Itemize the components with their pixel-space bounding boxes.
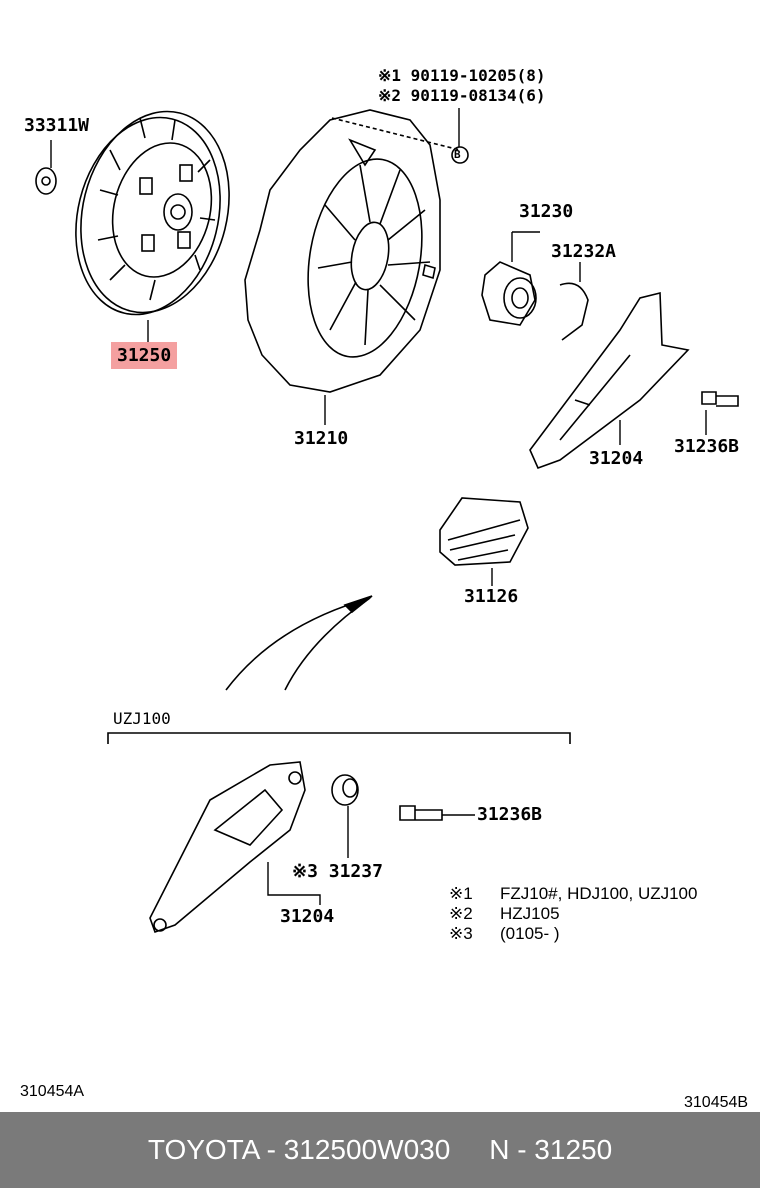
part-label-31204-top: 31204 (589, 448, 644, 469)
release-bearing-drawing (481, 261, 537, 326)
note-text-3: (0105- ) (500, 924, 560, 943)
release-fork-drawing (529, 291, 690, 470)
clip-drawing (559, 282, 589, 341)
bolt-31236b-bottom-drawing (399, 805, 443, 821)
exploded-view-drawing (35, 108, 739, 934)
part-number-footer: TOYOTA - 312500W030 N - 31250 (0, 1112, 760, 1188)
bolt-31236b-drawing (701, 391, 739, 407)
part-label-31210: 31210 (294, 428, 349, 449)
note-text-2: HZJ105 (500, 904, 560, 923)
note-mark-2: ※2 (449, 904, 473, 923)
bolt-label-2: ※2 90119-08134(6) (378, 86, 546, 105)
b-marker-label: B (454, 148, 461, 161)
part-number-highlight: 31250 (111, 342, 178, 369)
footer-text: TOYOTA - 312500W030 N - 31250 (147, 1134, 613, 1165)
note-text-1: FZJ10#, HDJ100, UZJ100 (500, 884, 698, 903)
boot-drawing (439, 497, 529, 566)
release-fork-bottom-drawing (149, 761, 306, 934)
part-label-31126: 31126 (464, 586, 519, 607)
part-label-31204-bottom: 31204 (280, 906, 335, 927)
diagram-code-right: 310454B (684, 1094, 749, 1111)
section-label-uzj100: UZJ100 (113, 709, 171, 728)
uzj100-bracket (107, 732, 571, 744)
clutch-cover-drawing (244, 109, 441, 393)
part-label-31237: ※3 31237 (292, 861, 383, 882)
diagram-code-left: 310454A (20, 1083, 85, 1100)
pivot-31237-drawing (331, 774, 359, 806)
part-label-31232a: 31232A (551, 241, 617, 262)
assembly-arrow (225, 597, 371, 691)
part-label-31236b-bottom: 31236B (477, 804, 543, 825)
part-label-31236b-top: 31236B (674, 436, 740, 457)
note-mark-3: ※3 (449, 924, 473, 943)
part-label-33311w: 33311W (24, 115, 90, 136)
part-label-31250-highlighted: 31250 (111, 342, 178, 369)
bolt-label-1: ※1 90119-10205(8) (378, 66, 546, 85)
pilot-bearing-drawing (35, 167, 57, 195)
note-mark-1: ※1 (449, 884, 473, 903)
b-marker-circle (451, 146, 469, 164)
clutch-disc-drawing (75, 110, 230, 316)
part-label-31230: 31230 (519, 201, 574, 222)
